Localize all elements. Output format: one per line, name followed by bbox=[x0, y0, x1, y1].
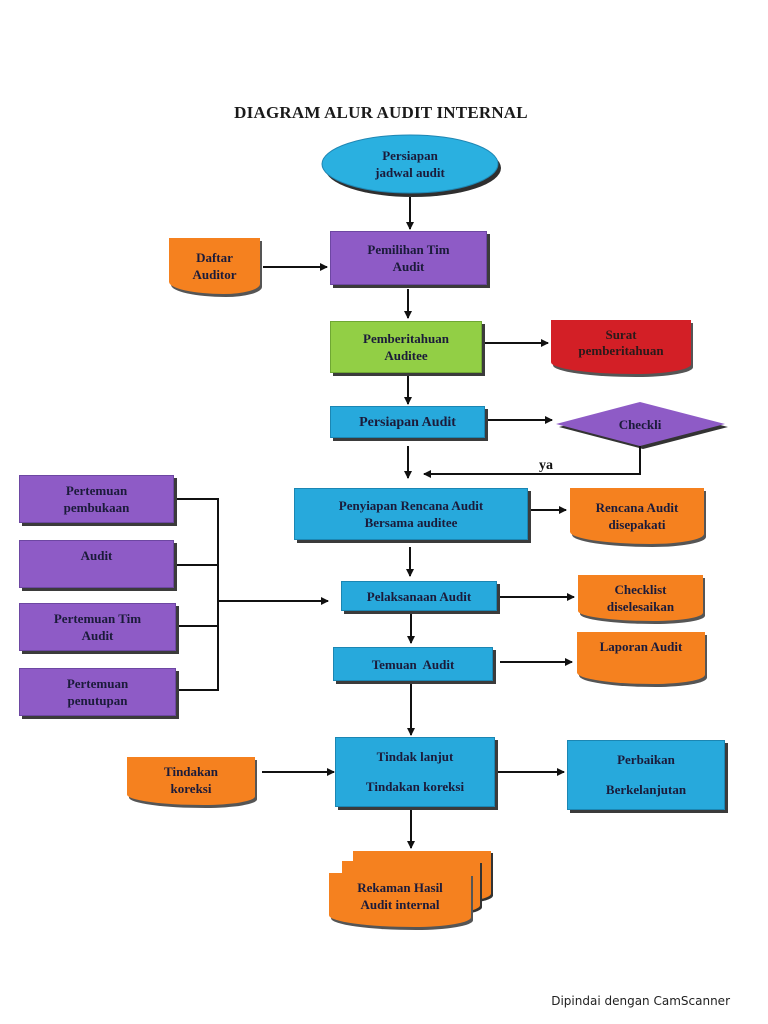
doc-rencana-disepakati: Rencana Audit disepakati bbox=[570, 488, 704, 544]
node-pertemuan-tim: Pertemuan Tim Audit bbox=[19, 603, 176, 651]
node-penyiapan-rencana: Penyiapan Rencana Audit Bersama auditee bbox=[294, 488, 528, 540]
node-pemilihan-tim: Pemilihan Tim Audit bbox=[330, 231, 487, 285]
node-pemberitahuan: Pemberitahuan Auditee bbox=[330, 321, 482, 373]
bracket-left bbox=[176, 498, 219, 691]
node-persiapan-audit: Persiapan Audit bbox=[330, 406, 485, 438]
label-ya: ya bbox=[539, 458, 553, 473]
node-perbaikan-berkelanjutan: Perbaikan Berkelanjutan bbox=[567, 740, 725, 810]
footer-watermark: Dipindai dengan CamScanner bbox=[551, 994, 730, 1008]
node-checklist-diamond-label: Checkli bbox=[618, 417, 662, 430]
node-pertemuan-pembukaan: Pertemuan pembukaan bbox=[19, 475, 174, 523]
doc-laporan-audit: Laporan Audit bbox=[577, 632, 705, 684]
checklist-diamond bbox=[556, 402, 725, 446]
doc-daftar-auditor: Daftar Auditor bbox=[169, 238, 260, 294]
diagram-title: DIAGRAM ALUR AUDIT INTERNAL bbox=[234, 103, 528, 122]
node-temuan-audit: Temuan Audit bbox=[333, 647, 493, 681]
doc-rekaman-hasil: Rekaman Hasil Audit internal bbox=[329, 873, 471, 927]
doc-tindakan-koreksi: Tindakan koreksi bbox=[127, 757, 255, 805]
doc-surat-pemberitahuan: Surat pemberitahuan bbox=[551, 320, 691, 374]
start-ellipse bbox=[321, 134, 499, 194]
node-audit: Audit bbox=[19, 540, 174, 588]
node-persiapan-jadwal: Persiapan jadwal audit bbox=[375, 148, 445, 180]
node-tindak-lanjut: Tindak lanjut Tindakan koreksi bbox=[335, 737, 495, 807]
arrow-checklist-ya bbox=[423, 446, 641, 478]
node-pertemuan-penutupan: Pertemuan penutupan bbox=[19, 668, 176, 716]
doc-checklist-diselesaikan: Checklist diselesaikan bbox=[578, 575, 703, 621]
node-pelaksanaan-audit: Pelaksanaan Audit bbox=[341, 581, 497, 611]
